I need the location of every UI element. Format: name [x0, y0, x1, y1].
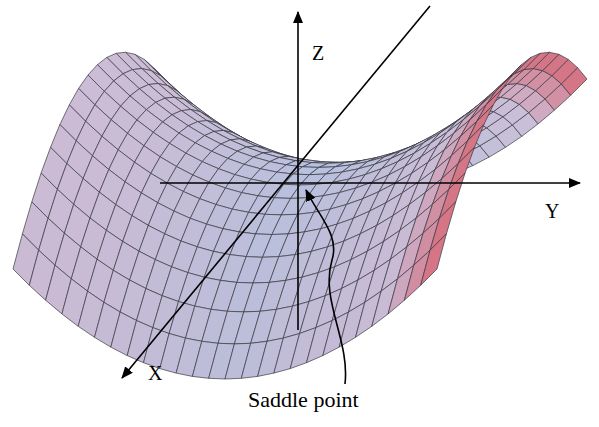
axis-label: Z: [312, 42, 324, 64]
mesh-cell: [486, 75, 512, 105]
x-axis: [122, 6, 430, 378]
z-axis: [297, 12, 299, 330]
y-axis: [160, 182, 580, 184]
mesh-cell: [514, 53, 540, 73]
mesh-cell: [468, 105, 494, 141]
callout-label: Saddle point: [248, 388, 359, 412]
mesh-cell: [421, 234, 447, 285]
axis-label: X: [148, 362, 162, 384]
axis-label: Y: [545, 200, 559, 222]
mesh-cell: [477, 88, 503, 121]
leader-line: [306, 190, 346, 384]
